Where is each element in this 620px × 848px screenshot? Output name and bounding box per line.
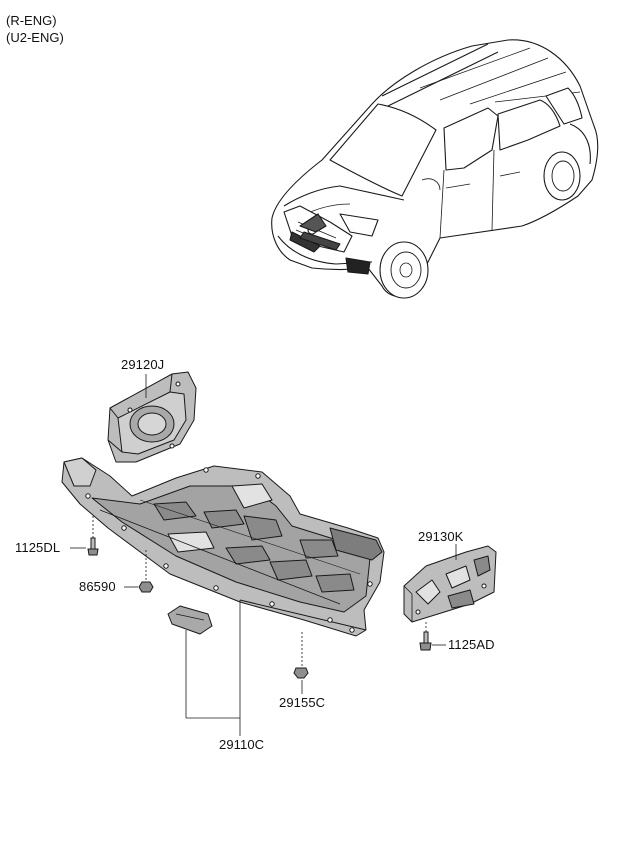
- part-label-front-cover: 29120J: [121, 357, 165, 372]
- nut-86590-drawing: [138, 581, 154, 593]
- front-cover-part-drawing: [107, 371, 197, 463]
- under-cover-part-drawing: [61, 457, 385, 637]
- leader-lines: [70, 374, 457, 736]
- clip-29155c-drawing: [293, 667, 309, 679]
- side-cover-part-drawing: [403, 545, 497, 623]
- part-label-side-cover: 29130K: [418, 529, 464, 544]
- engine-variant-r-eng: (R-ENG): [6, 13, 57, 28]
- part-label-nut: 86590: [79, 579, 116, 594]
- clip-part-drawing: [167, 605, 213, 635]
- bolt-1125dl-drawing: [87, 537, 99, 556]
- part-label-bolt-right: 1125AD: [448, 637, 495, 652]
- part-label-under-cover: 29110C: [219, 737, 265, 752]
- part-label-bolt-left: 1125DL: [15, 540, 61, 555]
- vehicle-illustration: [271, 39, 599, 299]
- engine-variant-u2-eng: (U2-ENG): [6, 30, 64, 45]
- part-label-clip: 29155C: [279, 695, 326, 710]
- bolt-1125ad-drawing: [419, 631, 432, 651]
